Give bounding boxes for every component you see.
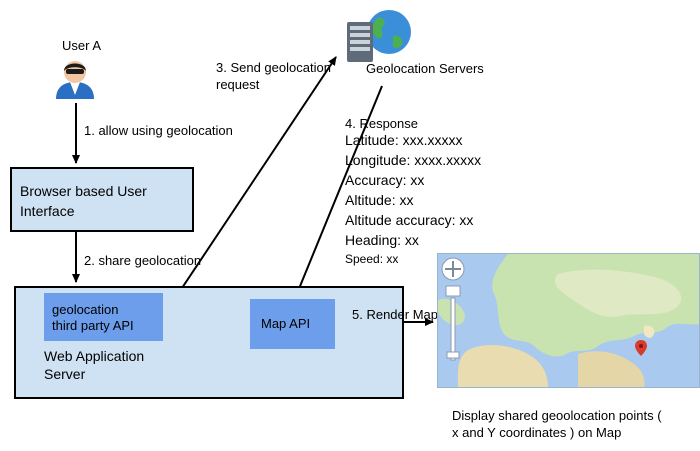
geolocation-api-box: geolocation third party API (44, 293, 163, 341)
response-speed: Speed: xx (345, 252, 399, 266)
step-4-label: 4. Response (345, 116, 418, 131)
webapp-label-line2: Server (44, 366, 86, 382)
step-2-label: 2. share geolocation (84, 253, 202, 268)
step-1-label: 1. allow using geolocation (84, 123, 233, 138)
webapp-label-line1: Web Application (44, 348, 145, 364)
world-map-icon (437, 253, 700, 388)
step-3-label-line1: 3. Send geolocation (216, 60, 331, 75)
map-api-label: Map API (261, 316, 311, 331)
response-altitude-accuracy: Altitude accuracy: xx (345, 212, 474, 228)
response-accuracy: Accuracy: xx (345, 172, 425, 188)
api-label-line2: third party API (52, 318, 134, 333)
api-label-line1: geolocation (52, 302, 119, 317)
response-altitude: Altitude: xx (345, 192, 414, 208)
browser-ui-box: Browser based User Interface (10, 167, 194, 232)
response-longitude: Longitude: xxxx.xxxxx (345, 152, 482, 168)
response-latitude: Latitude: xxx.xxxxx (345, 132, 463, 148)
map-caption-line2: x and Y coordinates ) on Map (452, 425, 622, 440)
browser-label-line1: Browser based User (20, 183, 147, 199)
user-icon (52, 55, 98, 101)
server-globe-icon (343, 8, 413, 68)
browser-label-line2: Interface (20, 203, 75, 219)
map-api-box: Map API (250, 299, 335, 349)
servers-label: Geolocation Servers (366, 61, 484, 76)
response-heading: Heading: xx (345, 232, 419, 248)
step-5-label: 5. Render Map (352, 307, 438, 322)
arrow-servers-to-map-api (295, 85, 383, 297)
map-caption-line1: Display shared geoolocation points ( (452, 408, 662, 423)
arrow-api-to-servers (161, 56, 337, 319)
user-label: User A (62, 38, 102, 53)
step-3-label-line2: request (216, 77, 260, 92)
